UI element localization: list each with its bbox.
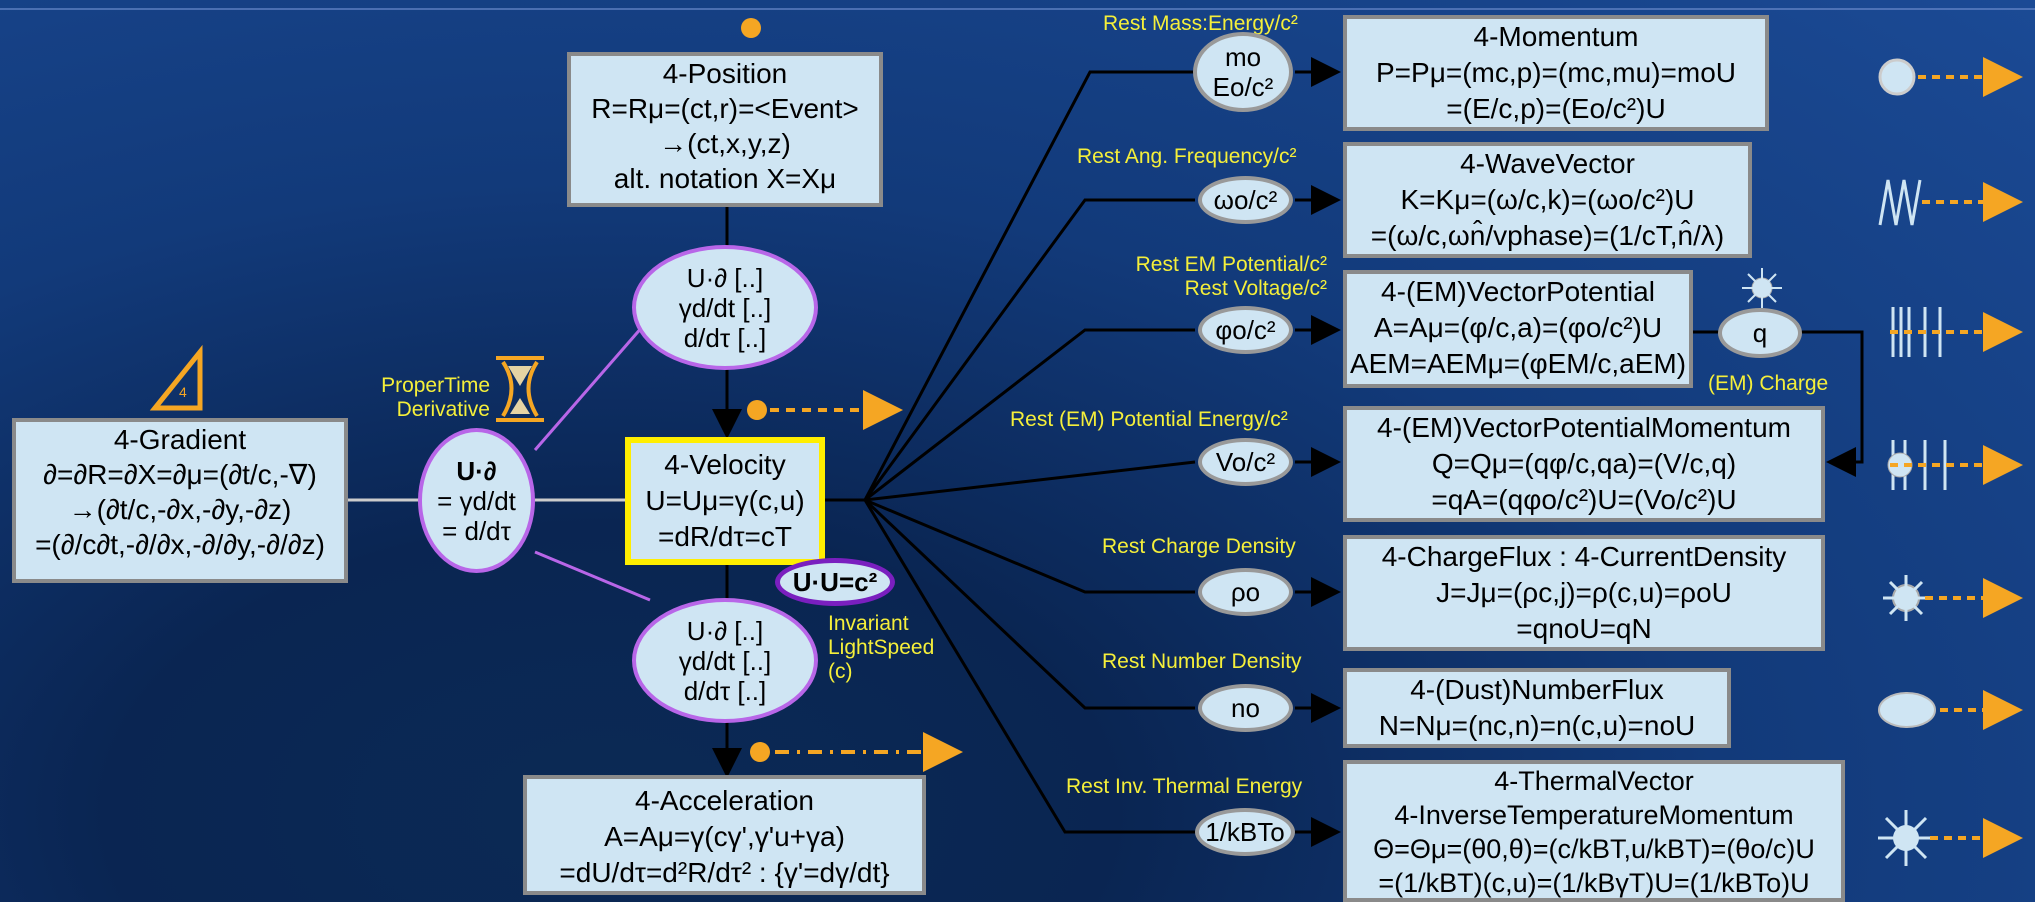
- rest-potential-energy-oval[interactable]: Vo/c²: [1198, 438, 1293, 486]
- thermal-line2: Θ=Θμ=(θ0,θ)=(c/kBT,u/kBT)=(θo/c)U: [1373, 834, 1815, 864]
- rest-charge-density-oval[interactable]: ρo: [1198, 568, 1293, 616]
- velocity-line2: =dR/dτ=cT: [657, 521, 792, 552]
- rest-label-chargeflux: Rest Charge Density: [1102, 535, 1296, 558]
- upper-derivative-oval[interactable]: U·∂ [..] γd/dt [..] d/dτ [..]: [632, 245, 818, 370]
- right-icons: [1742, 57, 2023, 866]
- op-top-2: γd/dt [..]: [678, 292, 772, 323]
- rest-label-numberflux: Rest Number Density: [1102, 650, 1302, 673]
- op-mid-1: U·∂: [456, 455, 497, 486]
- four-vectorpotential-box[interactable]: 4-(EM)VectorPotential A=Aμ=(φ/c,a)=(φo/c…: [1343, 270, 1693, 388]
- rest-label-wavevector: Rest Ang. Frequency/c²: [1077, 145, 1297, 168]
- rest-label-vpmomentum: Rest (EM) Potential Energy/c²: [1010, 408, 1288, 431]
- lower-derivative-oval[interactable]: U·∂ [..] γd/dt [..] d/dτ [..]: [632, 598, 818, 723]
- rest-label-thermal: Rest Inv. Thermal Energy: [1066, 775, 1303, 798]
- thermal-line3: =(1/kBT)(c,u)=(1/kBγT)U=(1/kBTo)U: [1378, 868, 1810, 898]
- proper-time-derivative-oval[interactable]: U·∂ = γd/dt = d/dτ: [418, 428, 535, 573]
- thermal-title: 4-ThermalVector: [1494, 766, 1694, 796]
- chargeflux-line2: =qnoU=qN: [1516, 613, 1652, 644]
- invariant-oval[interactable]: U·U=c²: [775, 558, 895, 606]
- chargeflux-title: 4-ChargeFlux : 4-CurrentDensity: [1381, 541, 1787, 572]
- op-top-1: U·∂ [..]: [686, 262, 764, 293]
- four-acceleration-box[interactable]: 4-Acceleration A=Aμ=γ(cγ',γ'u+γa) =dU/dτ…: [523, 775, 926, 895]
- four-velocity-box[interactable]: 4-Velocity U=Uμ=γ(c,u) =dR/dτ=cT: [625, 437, 825, 565]
- vpmomentum-title: 4-(EM)VectorPotentialMomentum: [1377, 412, 1791, 443]
- four-numberflux-box[interactable]: 4-(Dust)NumberFlux N=Nμ=(nc,n)=n(c,u)=no…: [1343, 668, 1731, 748]
- rest-thermal-oval[interactable]: 1/kBTo: [1195, 808, 1295, 856]
- rest-frequency-oval[interactable]: ωo/c²: [1198, 176, 1293, 224]
- numberflux-title: 4-(Dust)NumberFlux: [1410, 674, 1664, 705]
- four-wavevector-box[interactable]: 4-WaveVector K=Kμ=(ω/c,k)=(ωo/c²)U =(ω/c…: [1343, 142, 1752, 258]
- rest-mass-oval[interactable]: mo Eo/c²: [1193, 32, 1293, 112]
- op-mid-2: = γd/dt: [437, 485, 516, 516]
- vectorpotential-title: 4-(EM)VectorPotential: [1381, 276, 1655, 307]
- position-title: 4-Position: [662, 58, 788, 89]
- charge-oval[interactable]: q: [1718, 308, 1802, 358]
- four-thermalvector-box[interactable]: 4-ThermalVector 4-InverseTemperatureMome…: [1343, 760, 1845, 902]
- vpmomentum-line2: =qA=(qφo/c²)U=(Vo/c²)U: [1431, 484, 1737, 515]
- four-chargeflux-box[interactable]: 4-ChargeFlux : 4-CurrentDensity J=Jμ=(ρc…: [1343, 535, 1825, 651]
- acceleration-title: 4-Acceleration: [635, 785, 814, 816]
- four-position-box[interactable]: 4-Position R=Rμ=(ct,r)=<Event> →(ct,x,y,…: [567, 52, 883, 207]
- vpmomentum-line1: Q=Qμ=(qφ/c,qa)=(V/c,q): [1431, 448, 1737, 479]
- position-line3: alt. notation X=Xμ: [613, 163, 837, 194]
- gradient-line1: ∂=∂R=∂X=∂μ=(∂t/c,-∇): [43, 459, 317, 490]
- top-rule: [0, 8, 2035, 10]
- op-bot-2: γd/dt [..]: [678, 645, 772, 676]
- momentum-line1: P=Pμ=(mc,p)=(mc,mu)=moU: [1376, 57, 1736, 88]
- four-gradient-box[interactable]: 4-Gradient ∂=∂R=∂X=∂μ=(∂t/c,-∇) →(∂t/c,-…: [12, 418, 348, 583]
- triangle-number: 4: [179, 384, 187, 400]
- op-mid-3: = d/dτ: [442, 515, 511, 546]
- proper-time-label: ProperTime Derivative: [381, 374, 490, 421]
- numberflux-line1: N=Nμ=(nc,n)=n(c,u)=noU: [1378, 710, 1696, 741]
- acceleration-line2: =dU/dτ=d²R/dτ² : {γ'=dγ/dt}: [559, 857, 890, 888]
- op-bot-3: d/dτ [..]: [683, 675, 767, 706]
- velocity-line1: U=Uμ=γ(c,u): [645, 485, 805, 516]
- four-momentum-box[interactable]: 4-Momentum P=Pμ=(mc,p)=(mc,mu)=moU =(E/c…: [1343, 15, 1769, 131]
- wavevector-line1: K=Kμ=(ω/c,k)=(ωo/c²)U: [1400, 184, 1695, 215]
- velocity-title: 4-Velocity: [664, 449, 786, 480]
- vectorpotential-line1: A=Aμ=(φ/c,a)=(φo/c²)U: [1373, 312, 1663, 343]
- four-vpmomentum-box[interactable]: 4-(EM)VectorPotentialMomentum Q=Qμ=(qφ/c…: [1343, 406, 1825, 522]
- gradient-line2: →(∂t/c,-∂x,-∂y,-∂z): [68, 494, 292, 525]
- op-bot-1: U·∂ [..]: [686, 615, 764, 646]
- gradient-line3: =(∂/c∂t,-∂/∂x,-∂/∂y,-∂/∂z): [35, 529, 325, 560]
- vectorpotential-line2: AEM=AEMμ=(φEM/c,aEM): [1349, 348, 1687, 379]
- charge-label: (EM) Charge: [1708, 372, 1829, 395]
- rest-label-vectorpotential: Rest EM Potential/c² Rest Voltage/c²: [1135, 253, 1327, 300]
- momentum-line2: =(E/c,p)=(Eo/c²)U: [1446, 93, 1666, 124]
- gradient-title: 4-Gradient: [113, 424, 247, 455]
- chargeflux-line1: J=Jμ=(ρc,j)=ρ(c,u)=ρoU: [1436, 577, 1732, 608]
- op-top-3: d/dτ [..]: [683, 322, 767, 353]
- wavevector-line2: =(ω/c,ωn̂/vphase)=(1/cT,n̂/λ): [1370, 220, 1725, 251]
- rest-potential-oval[interactable]: φo/c²: [1198, 306, 1293, 354]
- momentum-title: 4-Momentum: [1473, 21, 1639, 52]
- position-line2: →(ct,x,y,z): [659, 128, 791, 159]
- rest-number-density-oval[interactable]: no: [1198, 684, 1293, 732]
- acceleration-line1: A=Aμ=γ(cγ',γ'u+γa): [604, 821, 845, 852]
- wavevector-title: 4-WaveVector: [1460, 148, 1635, 179]
- invariant-label: Invariant LightSpeed (c): [828, 612, 935, 683]
- thermal-line1: 4-InverseTemperatureMomentum: [1394, 800, 1794, 830]
- rest-label-momentum: Rest Mass:Energy/c²: [1103, 12, 1298, 35]
- position-line1: R=Rμ=(ct,r)=<Event>: [591, 93, 859, 124]
